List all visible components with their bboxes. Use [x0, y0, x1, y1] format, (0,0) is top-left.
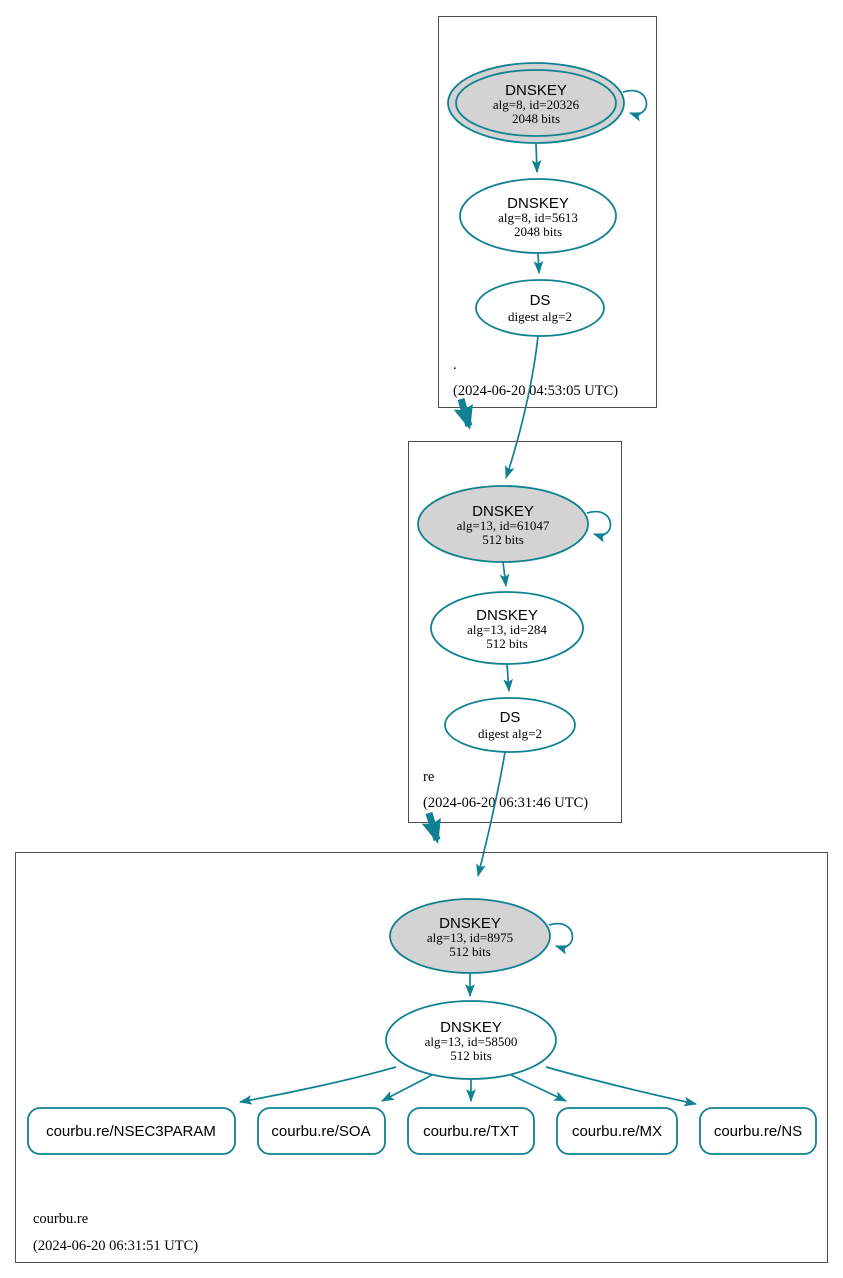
zone-border-root: [438, 16, 657, 408]
re-zsk-node: DNSKEY alg=13, id=284 512 bits: [430, 591, 584, 665]
edge-re-ksk-self-sign: [586, 510, 612, 543]
courbure-ksk-attrs: alg=13, id=8975: [427, 930, 513, 945]
courbure-zsk-node: DNSKEY alg=13, id=58500 512 bits: [385, 1000, 557, 1080]
rrset-soa-box: [257, 1107, 386, 1155]
courbure-zsk-bits: 512 bits: [450, 1048, 492, 1063]
re-zsk-attrs: alg=13, id=284: [467, 622, 547, 637]
rrset-soa-label: courbu.re/SOA: [271, 1123, 370, 1140]
zone-border-courbu-re: [15, 852, 828, 1263]
re-zsk-title: DNSKEY: [476, 607, 538, 624]
root-zsk-bits: 2048 bits: [514, 224, 562, 239]
courbure-zsk-title: DNSKEY: [440, 1019, 502, 1036]
courbure-zone-name: courbu.re: [33, 1211, 88, 1227]
re-zsk-bits: 512 bits: [486, 636, 528, 651]
re-ksk-attrs: alg=13, id=61047: [457, 518, 550, 533]
root-ds-ellipse: [475, 279, 605, 337]
root-ds-node: DS digest alg=2: [475, 279, 605, 337]
rrset-mx-box: [556, 1107, 678, 1155]
courbure-ksk-node: DNSKEY alg=13, id=8975 512 bits: [389, 898, 574, 974]
root-ksk-bits: 2048 bits: [512, 111, 560, 126]
rrset-txt-box: [407, 1107, 535, 1155]
edge-root-ksk-self-sign: [622, 89, 648, 122]
edge-root-zsk-ds: [533, 252, 544, 275]
edge-root-ds-re-ksk: [505, 335, 539, 480]
root-zsk-node: DNSKEY alg=8, id=5613 2048 bits: [459, 178, 617, 254]
re-ksk-bits: 512 bits: [482, 532, 524, 547]
re-ds-ellipse: [444, 697, 576, 753]
re-ds-title: DS: [500, 709, 521, 726]
root-zone-timestamp: (2024-06-20 04:53:05 UTC): [453, 383, 618, 399]
rrset-nsec3param-label: courbu.re/NSEC3PARAM: [46, 1123, 216, 1140]
zone-border-re: [408, 441, 622, 823]
root-ds-attrs: digest alg=2: [508, 309, 572, 324]
rrset-ns-label: courbu.re/NS: [714, 1123, 802, 1140]
re-ksk-title: DNSKEY: [472, 503, 534, 520]
courbure-zsk-attrs: alg=13, id=58500: [425, 1034, 518, 1049]
zone-box-re: DNSKEY alg=13, id=61047 512 bits DNSKEY …: [408, 441, 622, 823]
edge-root-re-delegation: [453, 398, 473, 430]
courbure-ksk-title: DNSKEY: [439, 915, 501, 932]
re-zone-name: re: [423, 769, 434, 785]
rrset-nsec3param-box: [27, 1107, 236, 1155]
re-ds-attrs: digest alg=2: [478, 726, 542, 741]
zone-box-courbu-re: DNSKEY alg=13, id=8975 512 bits DNSKEY a…: [15, 852, 828, 1263]
rrset-ns: courbu.re/NS: [699, 1107, 817, 1155]
rrset-ns-box: [699, 1107, 817, 1155]
root-ksk-title: DNSKEY: [505, 82, 567, 99]
rrset-soa: courbu.re/SOA: [257, 1107, 386, 1155]
edge-zsk-soa: [381, 1074, 433, 1102]
root-ksk-node: DNSKEY alg=8, id=20326 2048 bits: [447, 62, 648, 144]
edge-re-ds-courbure-ksk: [476, 751, 506, 878]
rrset-mx-label: courbu.re/MX: [572, 1123, 662, 1140]
root-ds-title: DS: [530, 292, 551, 309]
root-ksk-ellipse-inner: [455, 69, 617, 137]
rrset-txt: courbu.re/TXT: [407, 1107, 535, 1155]
courbure-ksk-bits: 512 bits: [449, 944, 491, 959]
edge-re-zsk-ds: [503, 663, 513, 693]
edge-zsk-nsec3param: [238, 1066, 397, 1105]
rrset-mx: courbu.re/MX: [556, 1107, 678, 1155]
edge-root-ksk-zsk: [531, 143, 542, 174]
edge-re-ksk-zsk: [499, 561, 510, 588]
edge-zsk-mx: [510, 1074, 567, 1102]
re-ksk-node: DNSKEY alg=13, id=61047 512 bits: [417, 485, 612, 563]
re-ds-node: DS digest alg=2: [444, 697, 576, 753]
rrset-txt-label: courbu.re/TXT: [423, 1123, 519, 1140]
edge-courbure-ksk-self-sign: [548, 922, 574, 955]
root-zsk-attrs: alg=8, id=5613: [498, 210, 578, 225]
root-ksk-attrs: alg=8, id=20326: [493, 97, 580, 112]
zone-box-root: DNSKEY alg=8, id=20326 2048 bits DNSKEY …: [438, 16, 657, 408]
edge-zsk-ns: [545, 1066, 698, 1107]
edge-re-courbure-delegation: [421, 812, 441, 844]
re-zone-timestamp: (2024-06-20 06:31:46 UTC): [423, 795, 588, 811]
rrset-nsec3param: courbu.re/NSEC3PARAM: [27, 1107, 236, 1155]
root-zsk-title: DNSKEY: [507, 195, 569, 212]
root-zone-name: .: [453, 357, 457, 373]
courbure-zone-timestamp: (2024-06-20 06:31:51 UTC): [33, 1238, 198, 1254]
